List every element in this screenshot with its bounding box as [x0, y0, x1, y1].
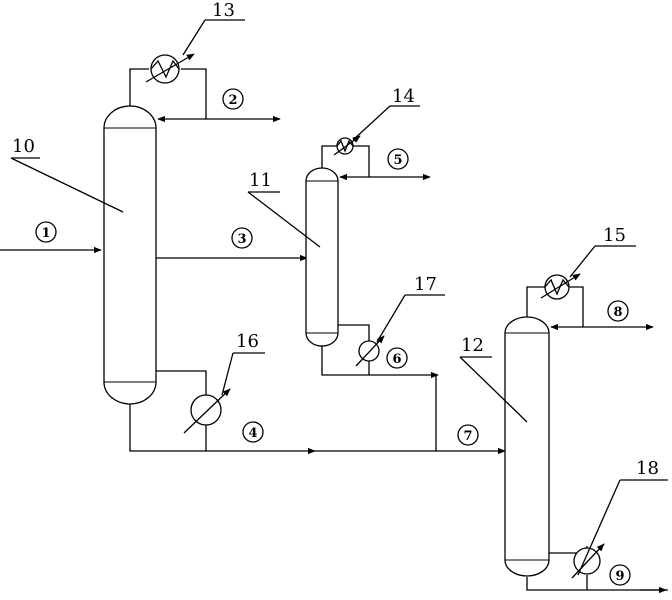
svg-text:8: 8	[613, 305, 622, 320]
reboiler-16-return	[156, 370, 207, 395]
label-12: 12	[461, 335, 484, 356]
leader-17	[376, 294, 406, 343]
leader-13	[182, 19, 206, 56]
column-11	[305, 167, 339, 347]
stream-marker-9: 9	[609, 564, 631, 586]
reboiler-16	[183, 388, 231, 434]
svg-text:9: 9	[615, 569, 624, 584]
leader-16	[221, 352, 234, 396]
label-15: 15	[603, 225, 626, 246]
label-18: 18	[636, 458, 659, 479]
leader-12	[459, 356, 528, 423]
condenser-15	[540, 273, 581, 300]
svg-text:3: 3	[237, 232, 246, 247]
condenser-14	[333, 135, 361, 156]
reflux-drop-10	[181, 68, 207, 119]
reboiler-17-return	[338, 324, 370, 341]
label-16: 16	[236, 331, 259, 352]
column-12	[504, 316, 550, 577]
label-17: 17	[414, 274, 437, 295]
condenser-13	[145, 53, 195, 84]
svg-text:5: 5	[393, 153, 402, 168]
leader-10	[10, 157, 124, 213]
stream-marker-7: 7	[457, 424, 479, 446]
stream-marker-3: 3	[231, 227, 253, 249]
column-10	[103, 105, 157, 405]
reboiler-17	[355, 335, 385, 367]
bottoms-line-12	[526, 577, 668, 591]
bottoms-line-11	[321, 346, 435, 376]
label-13: 13	[212, 0, 235, 21]
leader-18	[577, 479, 621, 576]
svg-text:4: 4	[248, 426, 257, 441]
leader-15	[569, 245, 596, 278]
stream-marker-8: 8	[607, 300, 629, 322]
svg-text:6: 6	[392, 352, 401, 367]
stream-marker-4: 4	[242, 421, 264, 443]
label-11: 11	[249, 170, 272, 191]
svg-text:2: 2	[228, 93, 237, 108]
stream-marker-6: 6	[386, 347, 408, 369]
leader-11	[247, 191, 321, 248]
reflux-drop-12	[569, 286, 584, 327]
vapor-line-11	[321, 145, 337, 168]
stream-marker-1: 1	[35, 221, 57, 243]
reflux-drop-11	[353, 145, 370, 177]
label-10: 10	[12, 136, 35, 157]
svg-text:1: 1	[41, 226, 50, 241]
svg-text:7: 7	[463, 429, 472, 444]
stream-marker-5: 5	[387, 148, 409, 170]
stream-marker-2: 2	[222, 88, 244, 110]
leader-14	[352, 105, 391, 141]
vapor-line-10	[129, 68, 149, 106]
label-14: 14	[392, 86, 415, 107]
bottoms-line-10	[129, 404, 207, 452]
reboiler-18	[571, 543, 605, 579]
vapor-line-12	[526, 286, 545, 317]
